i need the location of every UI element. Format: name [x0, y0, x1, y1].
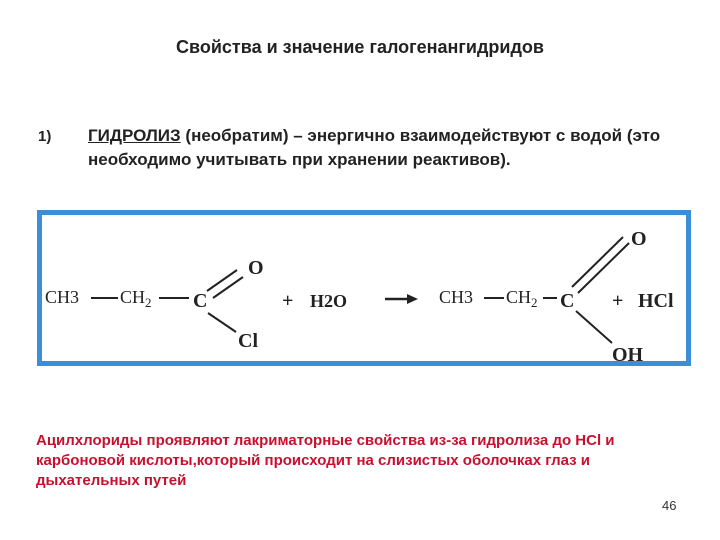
bond-line [207, 312, 237, 333]
hydrolysis-description: (необратим) – энергично взаимодействуют … [88, 126, 661, 169]
list-number: 1) [38, 128, 52, 145]
reaction-box: CH3 CH2 C O Cl + H2O CH3 CH2 C O [37, 210, 691, 366]
plus-sign: + [282, 290, 293, 312]
lacrimator-note: Ацилхлориды проявляют лакриматорные свой… [36, 432, 615, 489]
hydrolysis-term: ГИДРОЛИЗ [88, 126, 181, 145]
hcl-formula: HCl [638, 290, 674, 312]
reactant-oxygen: O [248, 257, 264, 279]
slide-title: Свойства и значение галогенангидридов [176, 37, 544, 57]
bond-line [575, 310, 613, 344]
double-bond-line [212, 276, 244, 299]
page-number: 46 [662, 498, 677, 513]
reactant-carbon: C [193, 290, 207, 312]
product-carbon: C [560, 290, 574, 312]
plus-sign: + [612, 290, 623, 312]
double-bond-line [571, 236, 624, 288]
reactant-ch2: CH2 [120, 287, 152, 310]
double-bond-line [577, 242, 630, 294]
double-bond-line [206, 269, 238, 292]
reactant-chlorine: Cl [238, 330, 258, 352]
reactant-ch3: CH3 [45, 287, 79, 307]
water-formula: H2O [310, 291, 347, 311]
reaction-equation: CH3 CH2 C O Cl + H2O CH3 CH2 C O [45, 228, 674, 361]
product-ch3: CH3 [439, 287, 473, 307]
product-hydroxyl: OH [612, 344, 644, 361]
product-oxygen: O [631, 228, 647, 250]
product-ch2: CH2 [506, 287, 538, 310]
hydrolysis-paragraph: ГИДРОЛИЗ (необратим) – энергично взаимод… [88, 124, 688, 172]
arrow-head-icon [407, 294, 418, 304]
